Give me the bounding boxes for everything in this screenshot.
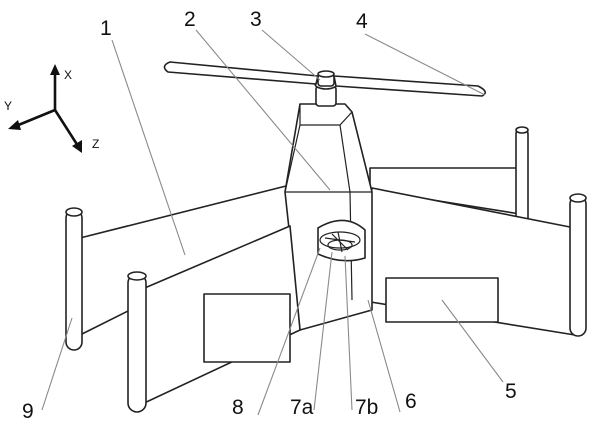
z-axis-label: Z [92, 137, 99, 151]
z-axis-arrow [53, 109, 80, 147]
z-arrow-head [72, 140, 82, 153]
x-arrow-head [50, 64, 60, 75]
callout-8: 8 [232, 396, 244, 419]
callout-1: 1 [100, 17, 112, 40]
callout-6: 6 [405, 390, 417, 413]
callout-9: 9 [22, 400, 34, 423]
x-axis-label: X [64, 68, 72, 82]
leader-lines [41, 29, 504, 416]
callout-2: 2 [184, 8, 196, 31]
callout-4: 4 [356, 10, 368, 33]
left-wingtip-post [65, 207, 83, 351]
y-arrow-head [8, 120, 21, 130]
y-axis-arrow [15, 108, 56, 128]
callout-5: 5 [505, 380, 517, 403]
callout-3: 3 [250, 8, 262, 31]
right-front-wing [357, 187, 587, 337]
callout-labels: 1 2 3 4 5 6 7b 7a 8 9 [22, 8, 517, 423]
axis-triad: X Y Z [4, 64, 99, 153]
y-axis-label: Y [4, 99, 12, 113]
rear-right-wing [369, 126, 529, 225]
callout-7b: 7b [355, 396, 378, 419]
callout-7a: 7a [290, 396, 314, 419]
left-front-wing [127, 225, 301, 413]
rotor-blades [163, 61, 486, 97]
left-wing-panel [203, 293, 291, 363]
fuselage [284, 103, 373, 331]
